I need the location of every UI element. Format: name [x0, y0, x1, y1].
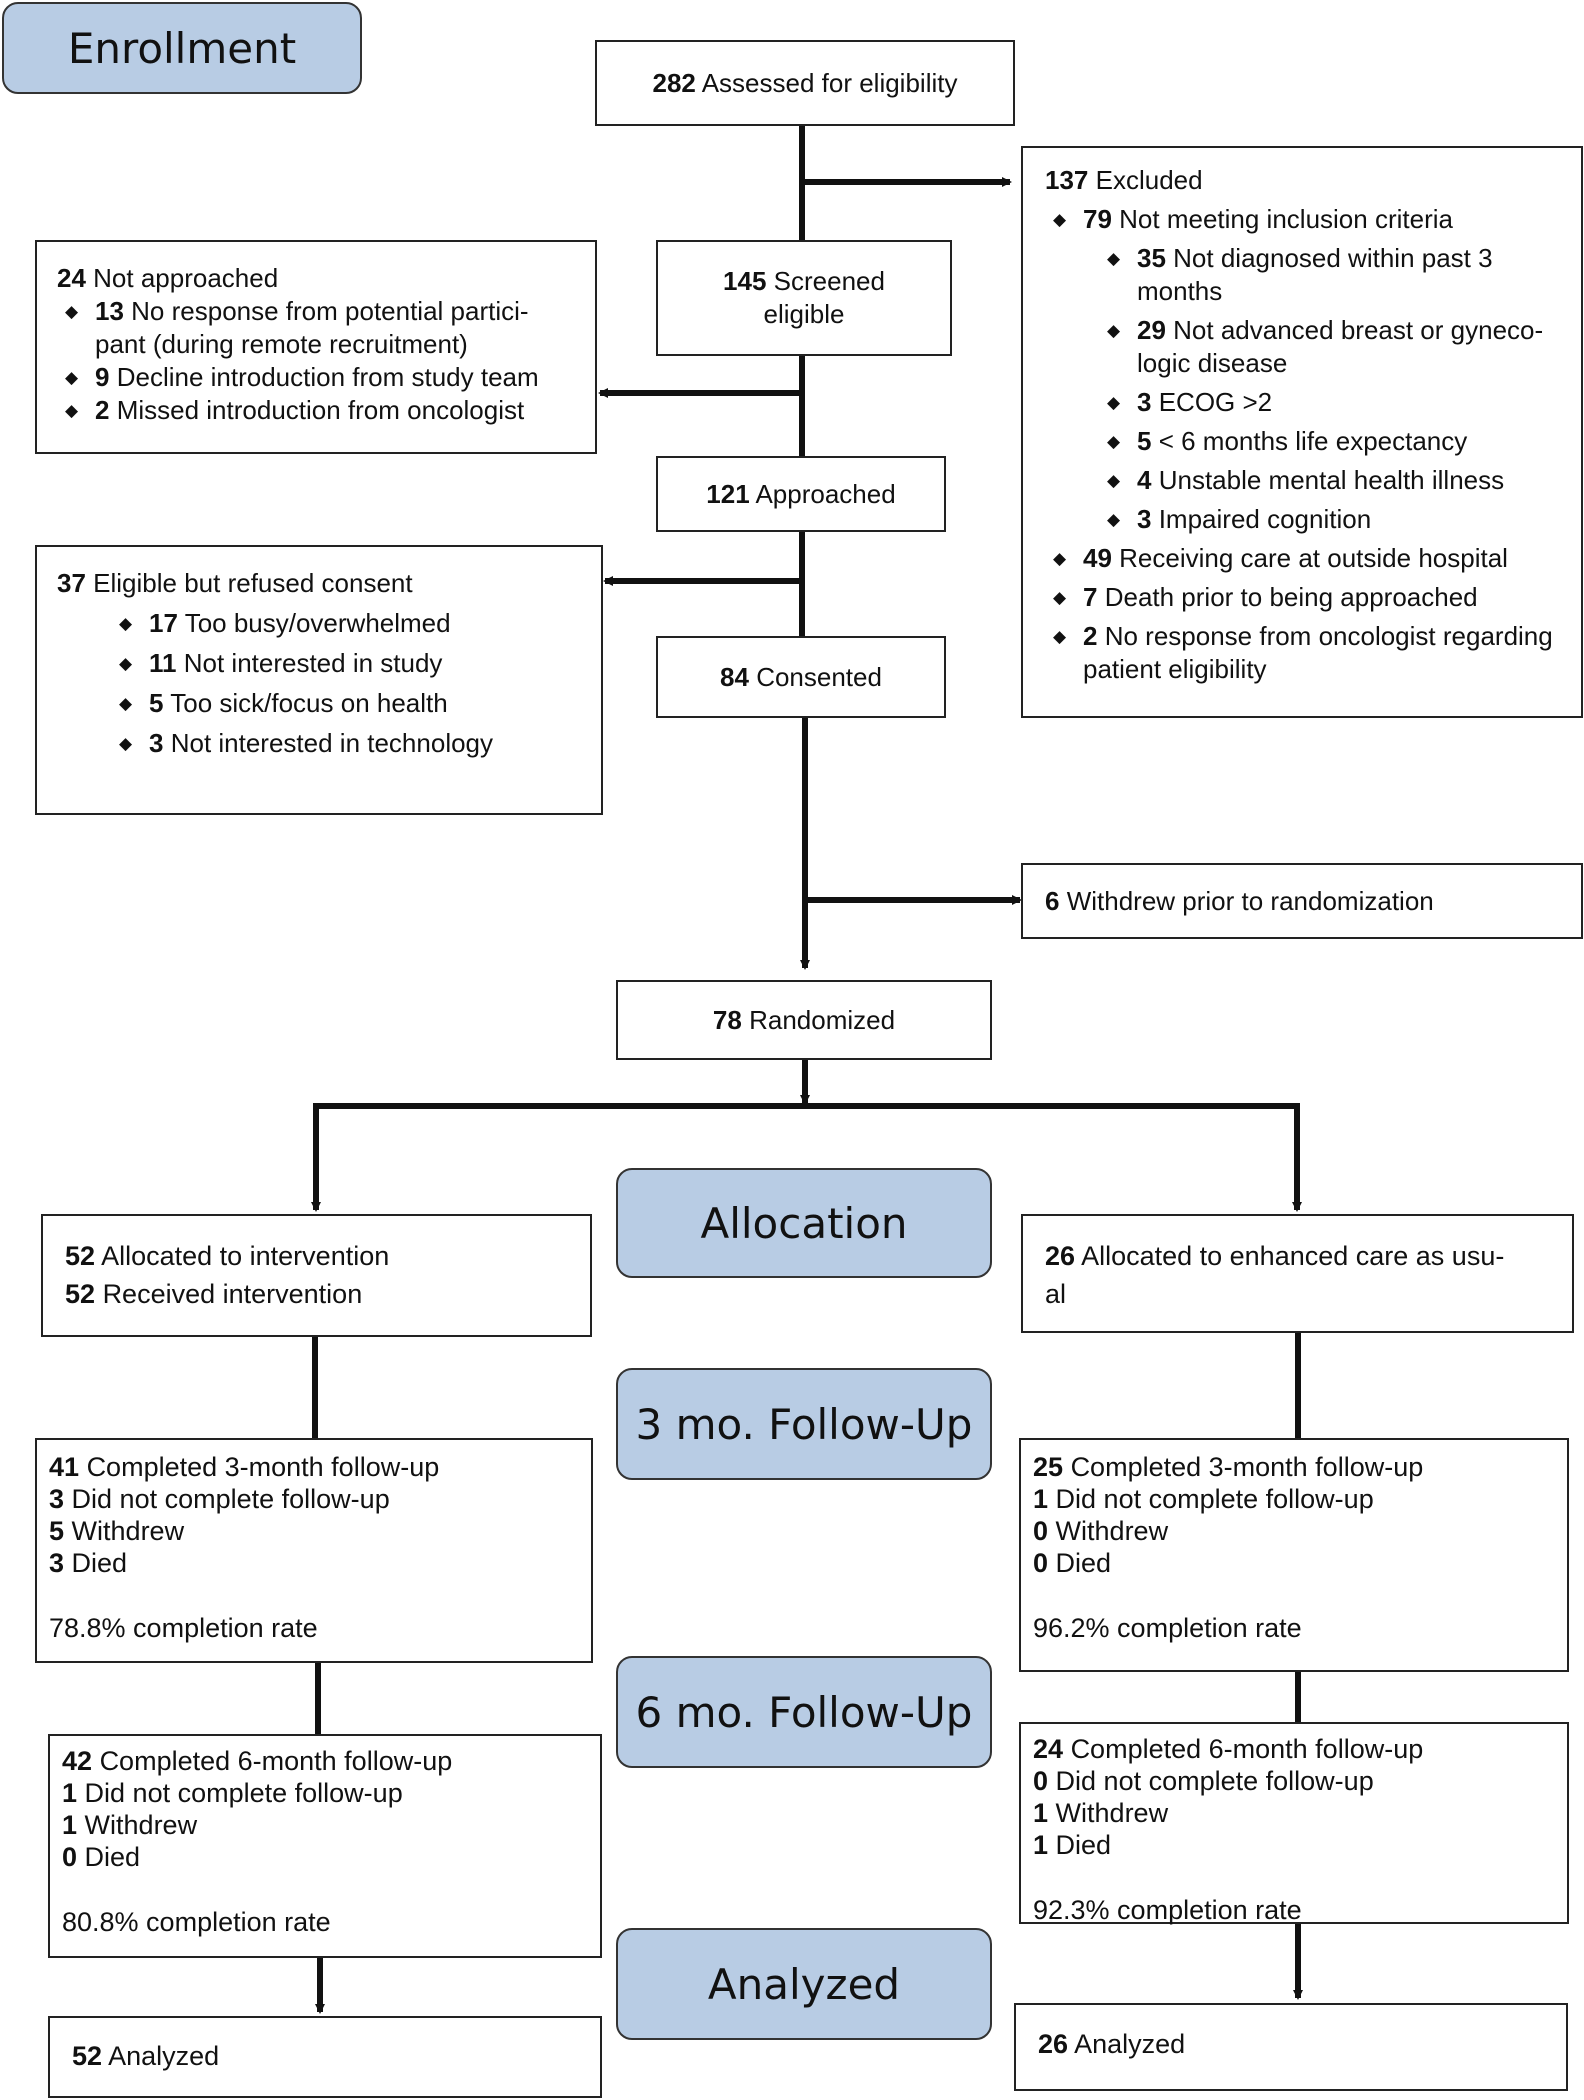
stage-enrollment: Enrollment — [2, 2, 362, 94]
not-approached-title: 24 Not approached — [57, 263, 279, 293]
excluded-criterion: 3 Impaired cognition — [1099, 503, 1581, 536]
consented-text: 84 Consented — [720, 661, 882, 692]
refused-reason: 5 Too sick/focus on health — [111, 687, 601, 720]
control-fu3-line: 25 Completed 3-month follow-up — [1033, 1452, 1424, 1482]
stage-analyzed: Analyzed — [616, 1928, 992, 2040]
stage-allocation: Allocation — [616, 1168, 992, 1278]
excluded-not-meeting: 79 Not meeting inclusion criteria — [1045, 203, 1581, 236]
refused-box: 37 Eligible but refused consent 17 Too b… — [35, 545, 603, 815]
intervention-allocation-box: 52 Allocated to intervention 52 Received… — [41, 1214, 592, 1337]
control-analyzed-text: 26 Analyzed — [1038, 2029, 1186, 2059]
refused-reason: 11 Not interested in study — [111, 647, 601, 680]
intervention-fu6-box: 42 Completed 6-month follow-up 1 Did not… — [48, 1734, 602, 1958]
screened-text-cont: eligible — [763, 299, 845, 329]
control-analyzed-box: 26 Analyzed — [1014, 2003, 1568, 2091]
intervention-allocated: 52 Allocated to intervention — [65, 1241, 390, 1271]
consented-box: 84 Consented — [656, 636, 946, 718]
withdrew-prior-text: 6 Withdrew prior to randomization — [1045, 886, 1434, 916]
stage-3mo-followup: 3 mo. Follow-Up — [616, 1368, 992, 1480]
excluded-criterion: 29 Not advanced breast or gyneco-logic d… — [1099, 314, 1581, 380]
split-to-intervention — [311, 1103, 805, 1212]
excluded-box: 137 Excluded 79 Not meeting inclusion cr… — [1021, 146, 1583, 718]
approached-text: 121 Approached — [706, 478, 896, 509]
split-to-control — [805, 1103, 1302, 1212]
excluded-other: 2 No response from oncologist regardingp… — [1045, 620, 1581, 686]
stage-6mo-followup: 6 mo. Follow-Up — [616, 1656, 992, 1768]
not-approached-reason: 13 No response from potential partici-pa… — [57, 295, 595, 361]
excluded-criterion: 5 < 6 months life expectancy — [1099, 425, 1581, 458]
control-allocation-box: 26 Allocated to enhanced care as usu-al — [1021, 1214, 1574, 1333]
screened-text: 145 Screened — [723, 266, 885, 296]
not-approached-reason: 2 Missed introduction from oncologist — [57, 394, 595, 427]
withdrew-prior-box: 6 Withdrew prior to randomization — [1021, 863, 1583, 939]
control-fu3-line: 0 Withdrew — [1033, 1516, 1169, 1546]
approached-box: 121 Approached — [656, 456, 946, 532]
intervention-fu3-box: 41 Completed 3-month follow-up 3 Did not… — [35, 1438, 593, 1663]
assessed-box: 282 Assessed for eligibility — [595, 40, 1015, 126]
intervention-fu3-line: 41 Completed 3-month follow-up — [49, 1452, 440, 1482]
intervention-fu6-line: 0 Died — [62, 1842, 141, 1872]
control-fu6-line: 0 Did not complete follow-up — [1033, 1766, 1374, 1796]
control-fu3-line: 0 Died — [1033, 1548, 1112, 1578]
control-fu6-line: 1 Withdrew — [1033, 1798, 1169, 1828]
intervention-fu6-rate: 80.8% completion rate — [62, 1907, 331, 1937]
intervention-fu6-line: 42 Completed 6-month follow-up — [62, 1746, 453, 1776]
screened-box: 145 Screened eligible — [656, 240, 952, 356]
intervention-analyzed-box: 52 Analyzed — [48, 2016, 602, 2098]
excluded-other: 49 Receiving care at outside hospital — [1045, 542, 1581, 575]
intervention-received: 52 Received intervention — [65, 1279, 363, 1309]
control-fu3-line: 1 Did not complete follow-up — [1033, 1484, 1374, 1514]
excluded-criterion: 3 ECOG >2 — [1099, 386, 1581, 419]
control-fu6-line: 1 Died — [1033, 1830, 1112, 1860]
intervention-fu3-line: 5 Withdrew — [49, 1516, 185, 1546]
not-approached-reason: 9 Decline introduction from study team — [57, 361, 595, 394]
control-fu3-box: 25 Completed 3-month follow-up 1 Did not… — [1019, 1438, 1569, 1672]
randomized-box: 78 Randomized — [616, 980, 992, 1060]
refused-reason: 17 Too busy/overwhelmed — [111, 607, 601, 640]
assessed-text: 282 Assessed for eligibility — [652, 67, 958, 98]
excluded-criterion: 4 Unstable mental health illness — [1099, 464, 1581, 497]
excluded-title: 137 Excluded — [1045, 165, 1203, 195]
control-fu6-line: 24 Completed 6-month follow-up — [1033, 1734, 1424, 1764]
excluded-other: 7 Death prior to being approached — [1045, 581, 1581, 614]
control-fu6-box: 24 Completed 6-month follow-up 0 Did not… — [1019, 1722, 1569, 1925]
refused-title: 37 Eligible but refused consent — [57, 568, 413, 598]
control-fu6-rate: 92.3% completion rate — [1033, 1895, 1302, 1925]
intervention-fu3-rate: 78.8% completion rate — [49, 1613, 318, 1643]
control-allocated: 26 Allocated to enhanced care as usu-al — [1045, 1241, 1505, 1309]
intervention-fu6-line: 1 Did not complete follow-up — [62, 1778, 403, 1808]
intervention-fu3-line: 3 Did not complete follow-up — [49, 1484, 390, 1514]
not-approached-box: 24 Not approached 13 No response from po… — [35, 240, 597, 454]
intervention-analyzed-text: 52 Analyzed — [72, 2041, 220, 2071]
control-fu3-rate: 96.2% completion rate — [1033, 1613, 1302, 1643]
intervention-fu6-line: 1 Withdrew — [62, 1810, 198, 1840]
randomized-text: 78 Randomized — [712, 1004, 896, 1035]
refused-reason: 3 Not interested in technology — [111, 727, 601, 760]
intervention-fu3-line: 3 Died — [49, 1548, 128, 1578]
